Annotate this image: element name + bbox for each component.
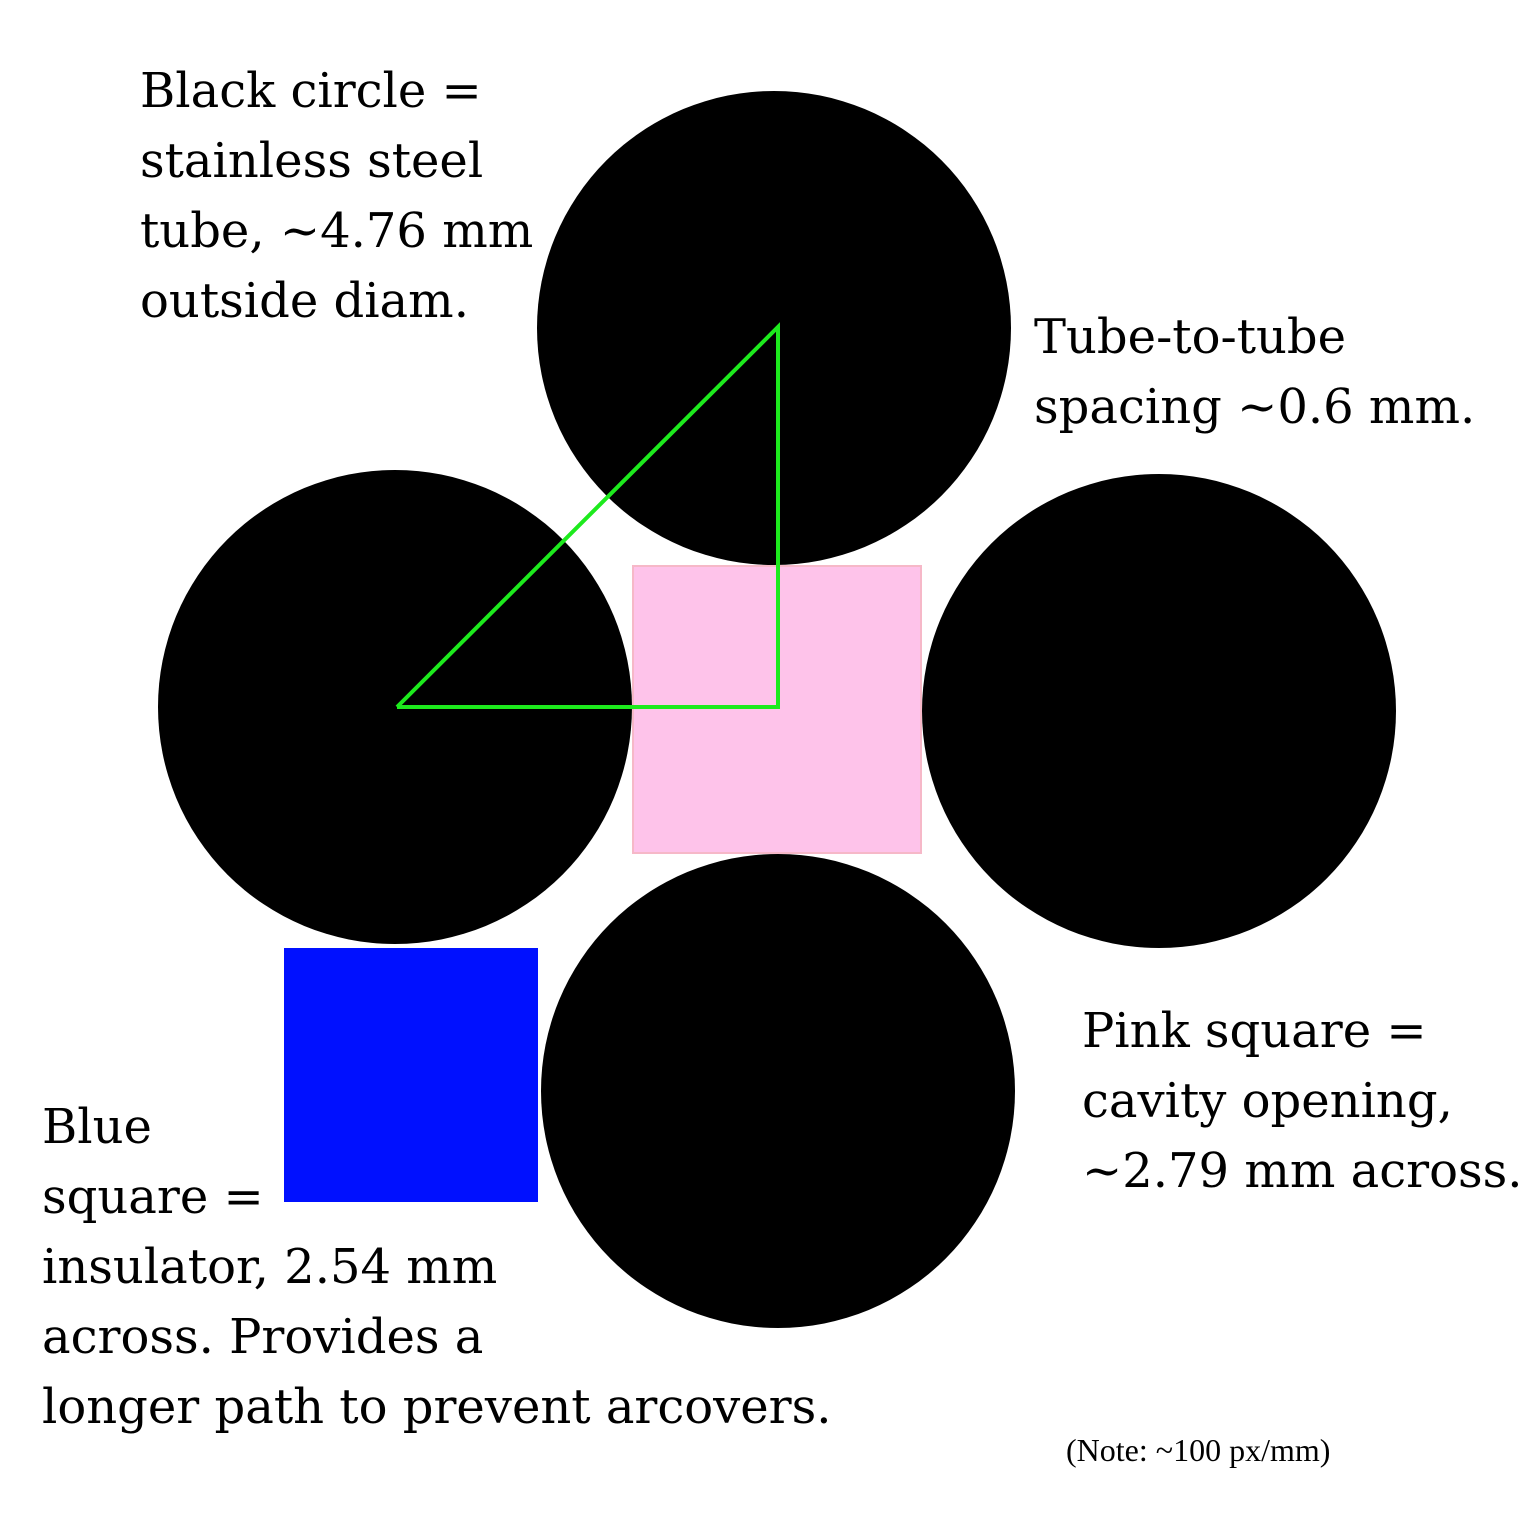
tube-label-line: tube, ~4.76 mm xyxy=(140,203,534,259)
insulator-label-line: Blue xyxy=(42,1099,152,1155)
cavity-label-line: ~2.79 mm across. xyxy=(1082,1143,1523,1199)
tube-label-line: Black circle = xyxy=(140,63,482,119)
tube-label-line: stainless steel xyxy=(140,133,484,189)
tube-label-line: outside diam. xyxy=(140,273,469,329)
insulator-label-line: square = xyxy=(42,1169,264,1225)
insulator-description-label: Blue square = insulator, 2.54 mm across.… xyxy=(42,1092,832,1442)
tube-circle-right xyxy=(922,474,1396,948)
spacing-label-line: Tube-to-tube xyxy=(1034,309,1347,365)
cavity-description-label: Pink square = cavity opening, ~2.79 mm a… xyxy=(1082,996,1523,1206)
scale-note: (Note: ~100 px/mm) xyxy=(1066,1432,1331,1468)
spacing-description-label: Tube-to-tube spacing ~0.6 mm. xyxy=(1034,302,1475,442)
insulator-square xyxy=(284,948,538,1202)
insulator-label-line: across. Provides a xyxy=(42,1309,484,1365)
tube-description-label: Black circle = stainless steel tube, ~4.… xyxy=(140,56,533,336)
tube-circle-bottom xyxy=(541,854,1015,1328)
insulator-label-line: insulator, 2.54 mm xyxy=(42,1239,498,1295)
tube-center-triangle xyxy=(395,322,780,709)
cavity-label-line: cavity opening, xyxy=(1082,1073,1453,1129)
insulator-label-line: longer path to prevent arcovers. xyxy=(42,1379,832,1435)
cavity-label-line: Pink square = xyxy=(1082,1003,1427,1059)
spacing-label-line: spacing ~0.6 mm. xyxy=(1034,379,1476,435)
